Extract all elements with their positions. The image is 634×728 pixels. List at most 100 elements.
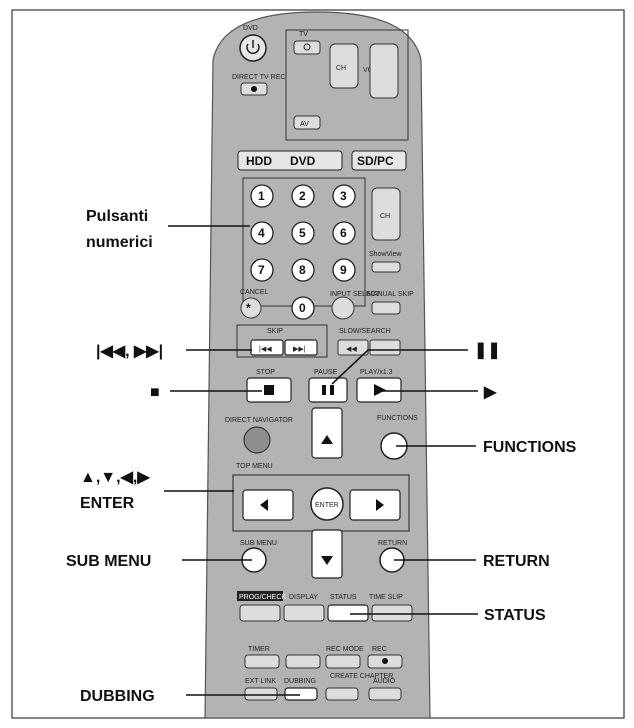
tv-ch-label: CH <box>336 65 346 72</box>
down-arrow-icon <box>321 556 333 565</box>
sdpc-label: SD/PC <box>357 154 394 168</box>
ext-link-label: EXT LINK <box>245 678 276 685</box>
numeric-callout-label: Pulsanti <box>86 208 148 225</box>
number-button-4[interactable] <box>250 221 274 245</box>
prog-check-button[interactable] <box>239 604 281 622</box>
number-button-3[interactable] <box>332 184 356 208</box>
ext-link-button[interactable] <box>244 687 278 701</box>
audio-label: AUDIO <box>373 678 396 685</box>
tv-power-icon <box>303 43 311 51</box>
timer-label: TIMER <box>248 646 270 653</box>
number-button-7[interactable] <box>250 258 274 282</box>
slow-search-back-button[interactable] <box>337 339 369 356</box>
manual-skip-label: MANUAL SKIP <box>367 291 414 298</box>
audio-button[interactable] <box>368 687 402 701</box>
tv-channel-rocker[interactable] <box>329 43 359 89</box>
display-label: DISPLAY <box>289 594 318 601</box>
create-chapter-button[interactable] <box>325 687 359 701</box>
pause-label: PAUSE <box>314 369 338 376</box>
number-button-9[interactable] <box>332 258 356 282</box>
rec-label: REC <box>372 646 387 653</box>
enter-button[interactable] <box>310 487 344 521</box>
stop-label: STOP <box>256 369 275 376</box>
hdd-label: HDD <box>246 154 272 168</box>
tv-label: TV <box>299 31 308 38</box>
sub-menu-callout-label: SUB MENU <box>66 553 151 570</box>
stop-callout-label: ■ <box>150 384 160 401</box>
number-label-9: 9 <box>340 263 347 277</box>
up-button[interactable] <box>311 407 343 459</box>
number-button-1[interactable] <box>250 184 274 208</box>
sdpc-button[interactable] <box>351 150 407 171</box>
number-label-6: 6 <box>340 226 347 240</box>
pause-callout-label: ❚❚ <box>474 342 501 360</box>
cancel-label: CANCEL <box>240 289 269 296</box>
number-button-5[interactable] <box>291 221 315 245</box>
number-label-2: 2 <box>299 189 306 203</box>
skip-callout-label: |◀◀, ▶▶| <box>96 343 163 360</box>
display-button[interactable] <box>283 604 325 622</box>
number-label-7: 7 <box>258 263 265 277</box>
number-label-4: 4 <box>258 226 265 240</box>
av-button[interactable] <box>293 115 321 130</box>
slow-search-forward-button[interactable] <box>369 339 401 356</box>
play-icon <box>374 384 386 396</box>
left-arrow-icon <box>260 499 268 511</box>
showview-button[interactable] <box>371 261 401 273</box>
volume-rocker[interactable] <box>369 43 399 99</box>
skip-forward-button[interactable] <box>284 339 318 356</box>
asterisk-icon: * <box>246 301 251 315</box>
nav-callout-label: ▲,▼,◀,▶ <box>80 469 150 486</box>
nav-callout-label-2: ENTER <box>80 495 135 512</box>
skip-label: SKIP <box>267 328 283 335</box>
number-button-2[interactable] <box>291 184 315 208</box>
rec-dot-icon <box>382 658 388 664</box>
number-button-8[interactable] <box>291 258 315 282</box>
number-label-5: 5 <box>299 226 306 240</box>
return-callout-label: RETURN <box>483 553 550 570</box>
channel-rocker[interactable] <box>371 187 401 241</box>
time-slip-button[interactable] <box>371 604 413 622</box>
showview-label: ShowView <box>369 251 403 258</box>
ch-label: CH <box>380 213 390 220</box>
input-select-button[interactable] <box>331 296 355 320</box>
status-callout-label: STATUS <box>484 607 546 624</box>
number-label-3: 3 <box>340 189 347 203</box>
direct-navigator-button[interactable] <box>243 426 271 454</box>
skip-forward-icon: ▶▶| <box>293 346 306 353</box>
search-back-icon: ◀◀ <box>346 346 357 353</box>
number-label-1: 1 <box>258 189 265 203</box>
pause-callout-line <box>331 349 468 385</box>
pause-button[interactable] <box>308 377 348 403</box>
timer-button[interactable] <box>244 654 280 669</box>
right-button[interactable] <box>349 489 401 521</box>
blank-button[interactable] <box>285 654 321 669</box>
time-slip-label: TIME SLIP <box>369 594 403 601</box>
hdd-dvd-selector[interactable] <box>237 150 343 171</box>
cancel-button[interactable] <box>240 297 262 319</box>
tv-power-button[interactable] <box>293 40 321 55</box>
slow-search-label: SLOW/SEARCH <box>339 328 391 335</box>
rec-mode-label: REC MODE <box>326 646 364 653</box>
direct-navigator-label: DIRECT NAVIGATOR <box>225 417 293 424</box>
rec-mode-button[interactable] <box>325 654 361 669</box>
up-arrow-icon <box>321 435 333 444</box>
numeric-callout-label-2: numerici <box>86 234 153 251</box>
status-button[interactable] <box>327 604 369 622</box>
direct-tv-rec-label: DIRECT TV REC <box>232 74 285 81</box>
dubbing-button-label: DUBBING <box>284 678 316 685</box>
dubbing-callout-label: DUBBING <box>80 688 155 705</box>
return-button-label: RETURN <box>378 540 407 547</box>
down-button[interactable] <box>311 529 343 579</box>
dubbing-button[interactable] <box>284 687 318 701</box>
manual-skip-button[interactable] <box>371 301 401 315</box>
right-arrow-icon <box>376 499 384 511</box>
skip-back-button[interactable] <box>250 339 284 356</box>
number-button-0[interactable] <box>291 296 315 320</box>
create-chapter-label: CREATE CHAPTER <box>330 673 393 680</box>
skip-back-icon: |◀◀ <box>259 346 272 353</box>
number-button-6[interactable] <box>332 221 356 245</box>
dvd-label: DVD <box>290 154 316 168</box>
